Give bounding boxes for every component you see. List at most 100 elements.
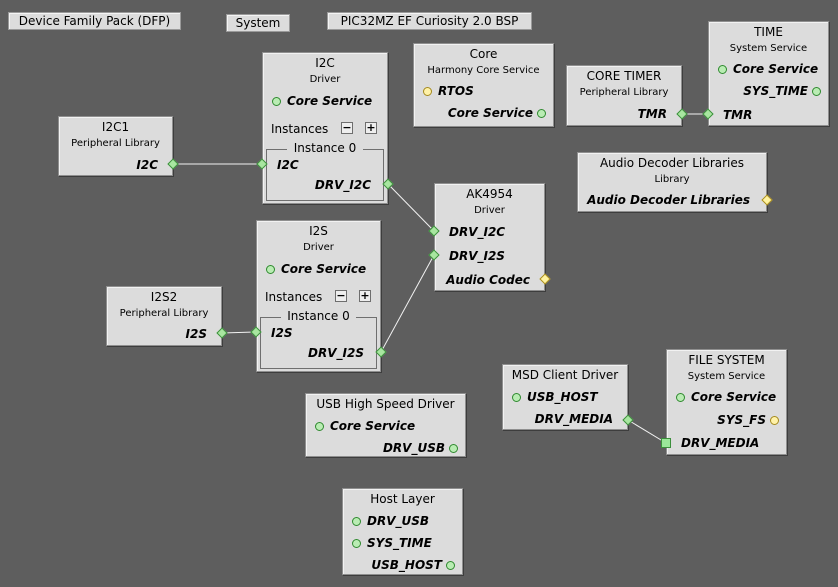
i2s-output-row: I2S (107, 325, 221, 343)
core-service-port-row: Core Service (709, 60, 828, 78)
port-label: SYS_TIME (367, 536, 432, 550)
port-dot-icon[interactable] (449, 444, 458, 453)
node-subtitle: System Service (687, 371, 766, 382)
audio-decoder-node[interactable]: Audio Decoder Libraries Library Audio De… (577, 152, 767, 212)
drv-usb-output-row: DRV_USB (306, 439, 465, 457)
instances-header: Instances − + (263, 121, 387, 137)
usb-host-output-row: USB_HOST (343, 556, 462, 574)
core-service-port-row: Core Service (306, 417, 465, 435)
port-label: I2S (185, 327, 207, 341)
port-label: DRV_MEDIA (681, 436, 760, 450)
host-layer-node[interactable]: Host Layer DRV_USB SYS_TIME USB_HOST (342, 488, 463, 575)
tmr-input-row: TMR (709, 106, 828, 124)
add-instance-button[interactable]: + (365, 121, 377, 134)
node-subtitle: Library (654, 174, 690, 185)
instance-0-group: Instance 0 (260, 309, 377, 369)
port-label: USB_HOST (371, 558, 442, 572)
node-title: Host Layer (370, 492, 435, 506)
port-dot-icon[interactable] (315, 422, 324, 431)
drv-media-input-square-icon[interactable] (661, 438, 671, 448)
port-dot-icon[interactable] (718, 65, 727, 74)
drv-media-input-row: DRV_MEDIA (667, 434, 786, 452)
port-label: I2S (271, 326, 293, 340)
port-label: USB_HOST (527, 390, 598, 404)
node-subtitle: Harmony Core Service (427, 65, 540, 76)
remove-instance-button[interactable]: − (341, 121, 353, 134)
instances-label: Instances (265, 290, 323, 304)
port-label: DRV_USB (382, 441, 445, 455)
port-dot-icon[interactable] (446, 561, 455, 570)
node-subtitle: Driver (303, 242, 334, 253)
wire-drv-i2s-to-ak4954 (380, 254, 435, 353)
wire-drv-i2c-to-ak4954 (387, 183, 435, 232)
core-node[interactable]: Core Harmony Core Service RTOS Core Serv… (413, 43, 554, 127)
port-label: I2C (136, 158, 158, 172)
i2c-output-row: I2C (59, 156, 172, 174)
node-subtitle: System Service (729, 43, 808, 54)
port-label: I2C (277, 158, 299, 172)
port-dot-icon[interactable] (423, 87, 432, 96)
msd-client-driver-node[interactable]: MSD Client Driver USB_HOST DRV_MEDIA (502, 364, 628, 430)
port-dot-icon[interactable] (812, 87, 821, 96)
port-dot-icon[interactable] (512, 393, 521, 402)
port-dot-icon[interactable] (352, 517, 361, 526)
remove-instance-button[interactable]: − (335, 289, 347, 302)
instance-0-group: Instance 0 (266, 141, 384, 201)
port-label: Core Service (691, 390, 777, 404)
dfp-pill[interactable]: Device Family Pack (DFP) (8, 12, 181, 30)
port-label: Audio Decoder Libraries (587, 193, 750, 207)
node-title: I2C (315, 56, 335, 70)
port-label: DRV_I2S (308, 346, 364, 360)
drv-i2s-output-row: DRV_I2S (257, 344, 380, 362)
i2c-driver-node[interactable]: I2C Driver Core Service Instances − + In… (262, 52, 388, 204)
drv-i2c-output-row: DRV_I2C (263, 176, 387, 194)
node-title: TIME (754, 25, 783, 39)
time-node[interactable]: TIME System Service Core Service SYS_TIM… (708, 21, 829, 126)
add-instance-button[interactable]: + (359, 289, 371, 302)
ak4954-node[interactable]: AK4954 Driver DRV_I2C DRV_I2S Audio Code… (434, 183, 545, 291)
port-dot-icon[interactable] (770, 416, 779, 425)
port-dot-icon[interactable] (537, 109, 546, 118)
core-timer-node[interactable]: CORE TIMER Peripheral Library TMR (566, 65, 682, 126)
rtos-port-row: RTOS (414, 82, 553, 100)
instance-0-label[interactable]: Instance 0 (287, 309, 350, 323)
drv-media-output-row: DRV_MEDIA (503, 410, 627, 428)
file-system-node[interactable]: FILE SYSTEM System Service Core Service … (666, 349, 787, 455)
port-label: Core Service (281, 262, 367, 276)
port-label: DRV_MEDIA (534, 412, 613, 426)
node-title: I2C1 (101, 120, 130, 134)
port-dot-icon[interactable] (676, 393, 685, 402)
system-pill[interactable]: System (226, 14, 290, 32)
port-label: Core Service (447, 106, 533, 120)
drv-usb-input-row: DRV_USB (343, 512, 462, 530)
sys-time-input-row: SYS_TIME (343, 534, 462, 552)
audio-decoder-output-row: Audio Decoder Libraries (578, 191, 766, 209)
port-dot-icon[interactable] (272, 97, 281, 106)
node-title: CORE TIMER (586, 69, 662, 83)
node-title: MSD Client Driver (511, 368, 619, 382)
port-dot-icon[interactable] (266, 265, 275, 274)
drv-i2s-input-row: DRV_I2S (435, 247, 544, 265)
node-title: I2S (309, 224, 328, 238)
port-label: Core Service (330, 419, 416, 433)
i2s-driver-node[interactable]: I2S Driver Core Service Instances − + In… (256, 220, 381, 372)
port-label: Audio Codec (446, 273, 530, 287)
i2c-input-row: I2C (263, 156, 387, 174)
usb-hs-driver-node[interactable]: USB High Speed Driver Core Service DRV_U… (305, 393, 466, 457)
bsp-pill[interactable]: PIC32MZ EF Curiosity 2.0 BSP (327, 12, 532, 30)
core-service-port-row: Core Service (667, 388, 786, 406)
instance-0-label[interactable]: Instance 0 (293, 141, 357, 155)
core-service-output-row: Core Service (414, 104, 553, 122)
audio-codec-output-row: Audio Codec (435, 271, 544, 289)
node-title: Audio Decoder Libraries (599, 156, 745, 170)
i2s2-node[interactable]: I2S2 Peripheral Library I2S (106, 286, 222, 346)
node-subtitle: Peripheral Library (579, 87, 669, 98)
port-label: Core Service (287, 94, 373, 108)
port-label: RTOS (438, 84, 474, 98)
node-title: AK4954 (466, 187, 513, 201)
i2s-input-row: I2S (257, 324, 380, 342)
port-dot-icon[interactable] (352, 539, 361, 548)
i2c1-node[interactable]: I2C1 Peripheral Library I2C (58, 116, 173, 176)
port-label: SYS_FS (717, 413, 766, 427)
